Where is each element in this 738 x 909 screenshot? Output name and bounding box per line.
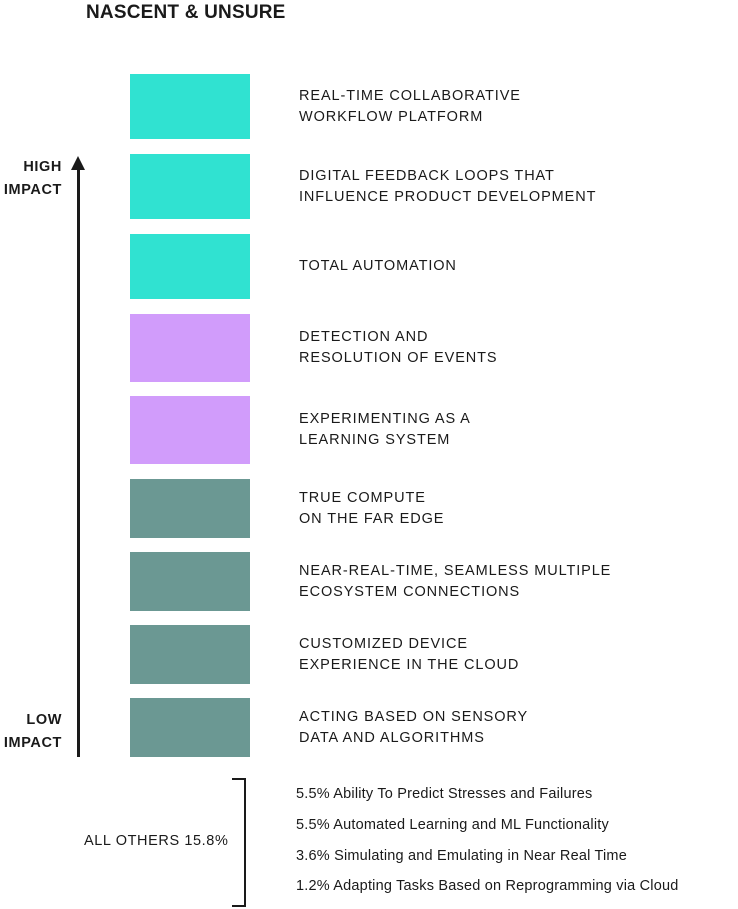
- bar: [130, 479, 250, 538]
- bar-label: EXPERIMENTING AS A LEARNING SYSTEM: [299, 411, 471, 448]
- bar: [130, 154, 250, 219]
- bar-label: CUSTOMIZED DEVICE EXPERIENCE IN THE CLOU…: [299, 635, 520, 673]
- bar-label: TRUE COMPUTE ON THE FAR EDGE: [299, 489, 445, 527]
- others-list-item: 1.2% Adapting Tasks Based on Reprogrammi…: [296, 878, 679, 894]
- axis-low-label: LOW IMPACT: [3, 712, 62, 751]
- bar: [130, 396, 250, 464]
- bar-label: DETECTION AND RESOLUTION OF EVENTS: [299, 329, 498, 366]
- bar-label: REAL-TIME COLLABORATIVE WORKFLOW PLATFOR…: [299, 87, 521, 125]
- others-bracket: [232, 778, 246, 907]
- chart-title: NASCENT & UNSURE: [86, 2, 286, 23]
- bar: [130, 552, 250, 611]
- arrow-up-icon: [71, 156, 85, 170]
- bar-label: NEAR-REAL-TIME, SEAMLESS MULTIPLE ECOSYS…: [299, 562, 612, 600]
- others-list-item: 5.5% Ability To Predict Stresses and Fai…: [296, 786, 593, 802]
- bar: [130, 74, 250, 139]
- bar: [130, 314, 250, 382]
- bar-label: DIGITAL FEEDBACK LOOPS THAT INFLUENCE PR…: [299, 167, 597, 205]
- others-label: ALL OTHERS 15.8%: [84, 833, 229, 849]
- bar-label: ACTING BASED ON SENSORY DATA AND ALGORIT…: [299, 708, 529, 746]
- bar: [130, 625, 250, 684]
- bar: [130, 698, 250, 757]
- impact-axis-line: [77, 168, 80, 757]
- others-list-item: 3.6% Simulating and Emulating in Near Re…: [296, 848, 627, 864]
- axis-high-label: HIGH IMPACT: [3, 159, 62, 198]
- bar: [130, 234, 250, 299]
- others-list-item: 5.5% Automated Learning and ML Functiona…: [296, 817, 609, 833]
- bar-label: TOTAL AUTOMATION: [299, 258, 457, 274]
